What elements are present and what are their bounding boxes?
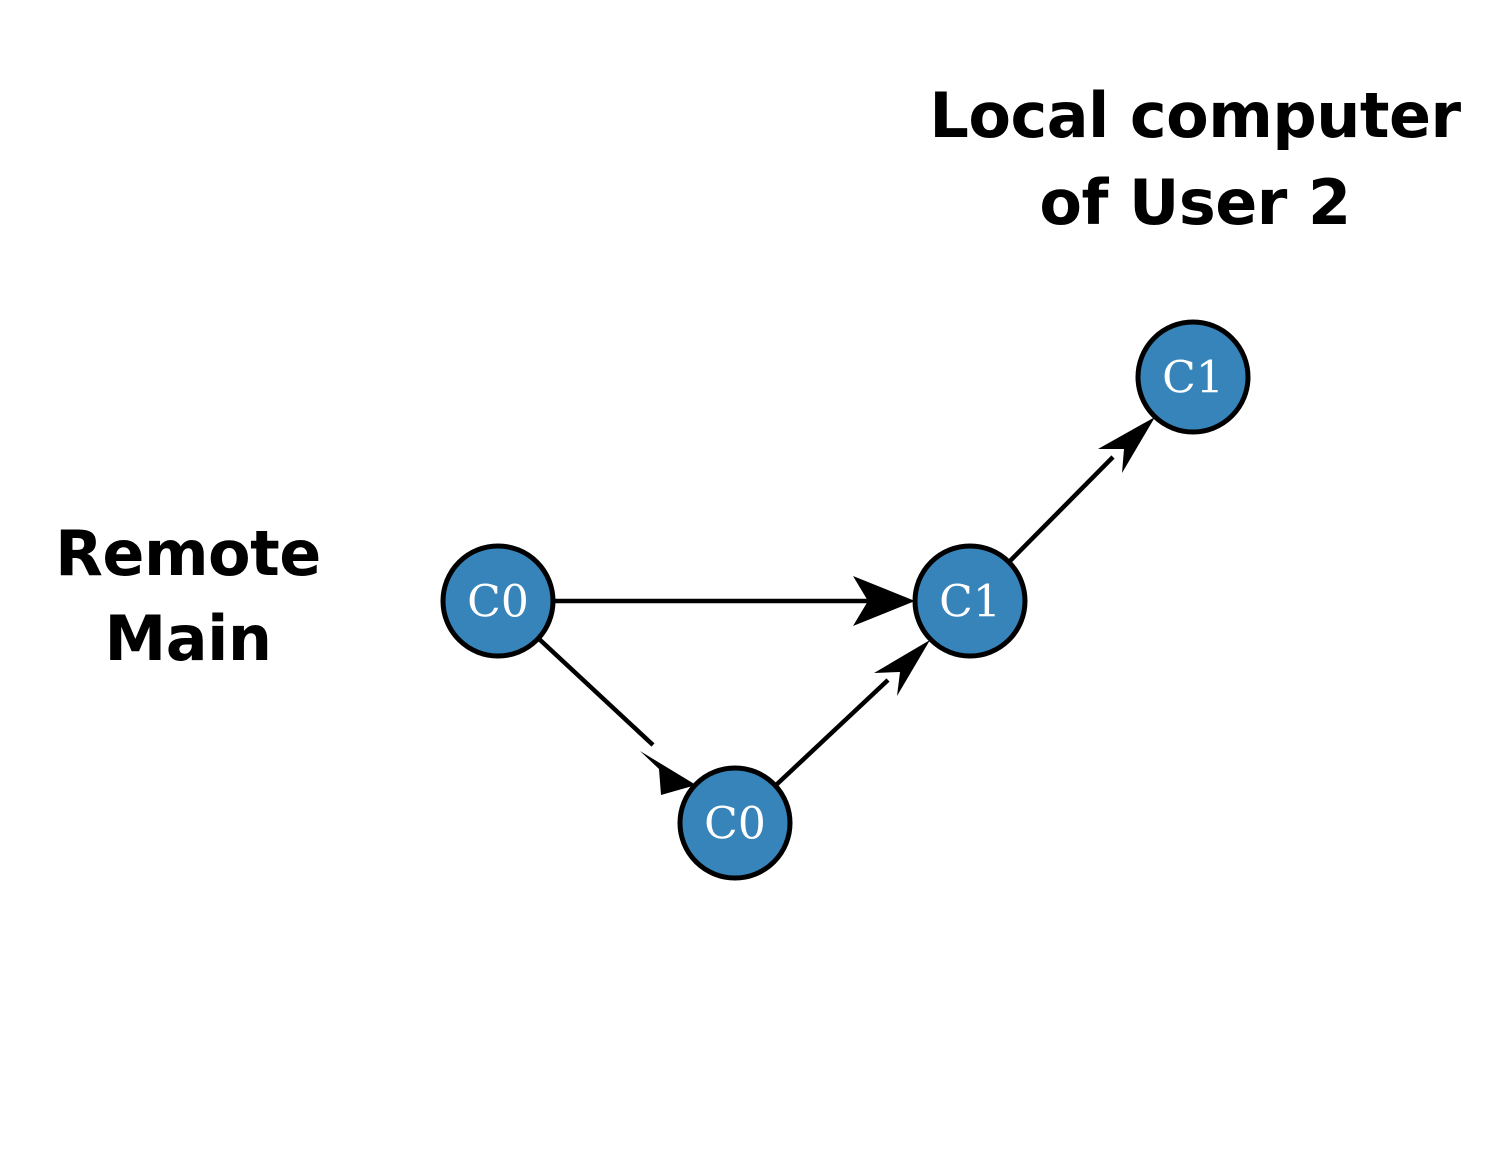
edge-c1-to-c1-upright — [1007, 417, 1155, 564]
arrow-head-icon — [640, 751, 696, 795]
local-computer-caption: Local computer of User 2 — [929, 79, 1462, 239]
node-c1-local[interactable]: C1 — [1135, 319, 1251, 435]
remote-main-caption-line2: Main — [105, 602, 272, 675]
node-label: C1 — [1162, 353, 1224, 404]
local-computer-caption-line1: Local computer — [929, 79, 1461, 152]
local-computer-caption-line2: of User 2 — [1039, 166, 1350, 239]
edge-line — [1007, 455, 1115, 564]
edge-line — [536, 636, 655, 747]
arrow-head-icon — [874, 640, 930, 696]
node-circle[interactable] — [912, 543, 1028, 659]
remote-main-caption: Remote Main — [55, 517, 321, 675]
node-label: C0 — [467, 577, 529, 628]
edge-c0-to-c1-upright — [773, 640, 930, 788]
edge-line — [773, 678, 890, 788]
edge-c0-to-c0-downright — [536, 636, 696, 795]
arrow-head-icon — [853, 576, 915, 626]
node-circle[interactable] — [677, 765, 793, 881]
node-circle[interactable] — [1135, 319, 1251, 435]
node-label: C0 — [704, 799, 766, 850]
remote-main-caption-line1: Remote — [55, 517, 321, 590]
node-label: C1 — [939, 577, 1001, 628]
node-c0-remote[interactable]: C0 — [440, 543, 556, 659]
node-circle[interactable] — [440, 543, 556, 659]
node-c0-local[interactable]: C0 — [677, 765, 793, 881]
edge-c0-to-c1-horizontal — [553, 576, 915, 626]
node-c1-remote[interactable]: C1 — [912, 543, 1028, 659]
arrow-head-icon — [1098, 417, 1155, 473]
